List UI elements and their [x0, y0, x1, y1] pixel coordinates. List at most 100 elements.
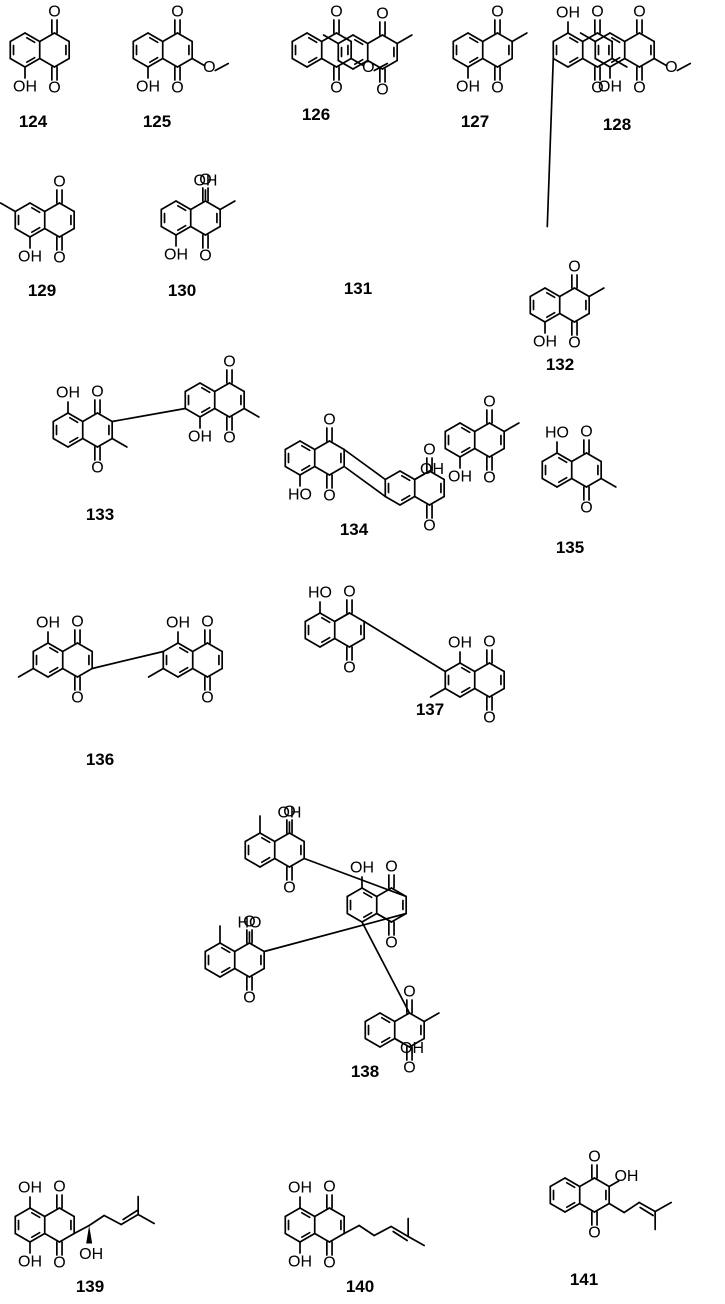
bond [228, 382, 246, 393]
oxygen-atom: O [491, 4, 503, 21]
hydroxyl-group: OH [288, 1180, 312, 1197]
bond [233, 942, 251, 953]
bond [444, 662, 461, 673]
bond [313, 1232, 331, 1243]
oxygen-atom: O [53, 1255, 65, 1272]
bond [328, 1207, 346, 1218]
bond [248, 942, 266, 953]
oxygen-atom: O [171, 4, 183, 21]
double-bond [300, 1211, 311, 1219]
bond [204, 967, 221, 978]
bond [58, 1207, 76, 1218]
bond [38, 32, 56, 43]
bond [366, 34, 384, 45]
hydroxyl-group: OH [188, 429, 212, 446]
bond [67, 437, 84, 448]
double-bond [178, 666, 189, 674]
biaryl-bond [91, 650, 165, 670]
bond [176, 57, 194, 68]
double-bond [400, 494, 411, 502]
hydroxyl-group: OH [79, 1246, 103, 1263]
bond [609, 57, 626, 68]
hydroxyl-group: OH [13, 79, 37, 96]
bond [161, 57, 179, 68]
oxygen-atom: O [91, 460, 103, 477]
bond [306, 32, 323, 43]
hydroxyl-bond [393, 1037, 406, 1045]
bond [304, 637, 321, 648]
bond [638, 57, 656, 68]
bond [552, 57, 569, 68]
methyl-bond [588, 287, 605, 298]
bond [348, 637, 366, 648]
oxygen-atom: O [48, 4, 60, 21]
bond [288, 832, 306, 843]
double-bond [353, 38, 364, 46]
double-bond [545, 291, 556, 299]
bond [53, 57, 71, 68]
double-bond [460, 426, 471, 434]
bond [473, 662, 491, 673]
bond [244, 857, 261, 868]
oxygen-atom: O [323, 412, 335, 429]
hydroxyl-group: OH [18, 249, 42, 266]
bond [320, 57, 338, 68]
methyl-bond [600, 477, 617, 488]
hydroxyl-group: OH [193, 173, 217, 190]
bond [206, 642, 224, 653]
bond [259, 857, 276, 868]
double-bond [260, 856, 271, 864]
bond [29, 1207, 46, 1218]
methoxy-oxygen: O [665, 59, 677, 76]
double-bond [468, 36, 479, 44]
hydroxyl-group: HO [288, 487, 312, 504]
double-bond [639, 1206, 655, 1217]
bond [132, 32, 149, 43]
bond [585, 477, 603, 488]
bond [24, 32, 41, 43]
double-bond [30, 1231, 41, 1239]
bond [473, 687, 491, 698]
bond [81, 412, 99, 423]
double-bond [460, 666, 471, 674]
hydroxyl-bond [413, 473, 426, 481]
double-bond [176, 204, 187, 212]
bond [47, 667, 64, 678]
bond [259, 832, 276, 843]
bond [549, 1177, 566, 1188]
oxygen-atom: O [201, 614, 213, 631]
double-bond [200, 406, 211, 414]
compound-number: 126 [302, 105, 330, 124]
methyl-bond [429, 687, 447, 698]
methyl-bond [0, 202, 17, 213]
methyl-bond [17, 667, 35, 678]
double-bond [148, 36, 159, 44]
bond [473, 447, 491, 458]
oxygen-atom: O [376, 6, 388, 23]
hydroxyl-group: OH [420, 461, 444, 478]
double-bond [25, 56, 36, 64]
bond [384, 470, 401, 481]
bond [596, 32, 614, 43]
bond [96, 437, 114, 448]
methyl-bond [375, 912, 393, 923]
biaryl-bond [303, 857, 408, 898]
side-chain [638, 1201, 657, 1213]
bond [96, 412, 114, 423]
methyl-bond [137, 1213, 156, 1225]
bond [488, 662, 506, 673]
bond [219, 942, 236, 953]
bond [43, 227, 61, 238]
compound-number: 134 [340, 520, 369, 539]
compound-126: OOO [291, 4, 389, 97]
methoxy-oxygen: O [203, 59, 215, 76]
bond [364, 1037, 381, 1048]
compound-number: 138 [351, 1062, 379, 1081]
bond [567, 57, 584, 68]
oxygen-atom: O [330, 4, 342, 21]
ring-bond [343, 465, 387, 498]
oxygen-atom: O [223, 354, 235, 371]
bond [581, 32, 599, 43]
